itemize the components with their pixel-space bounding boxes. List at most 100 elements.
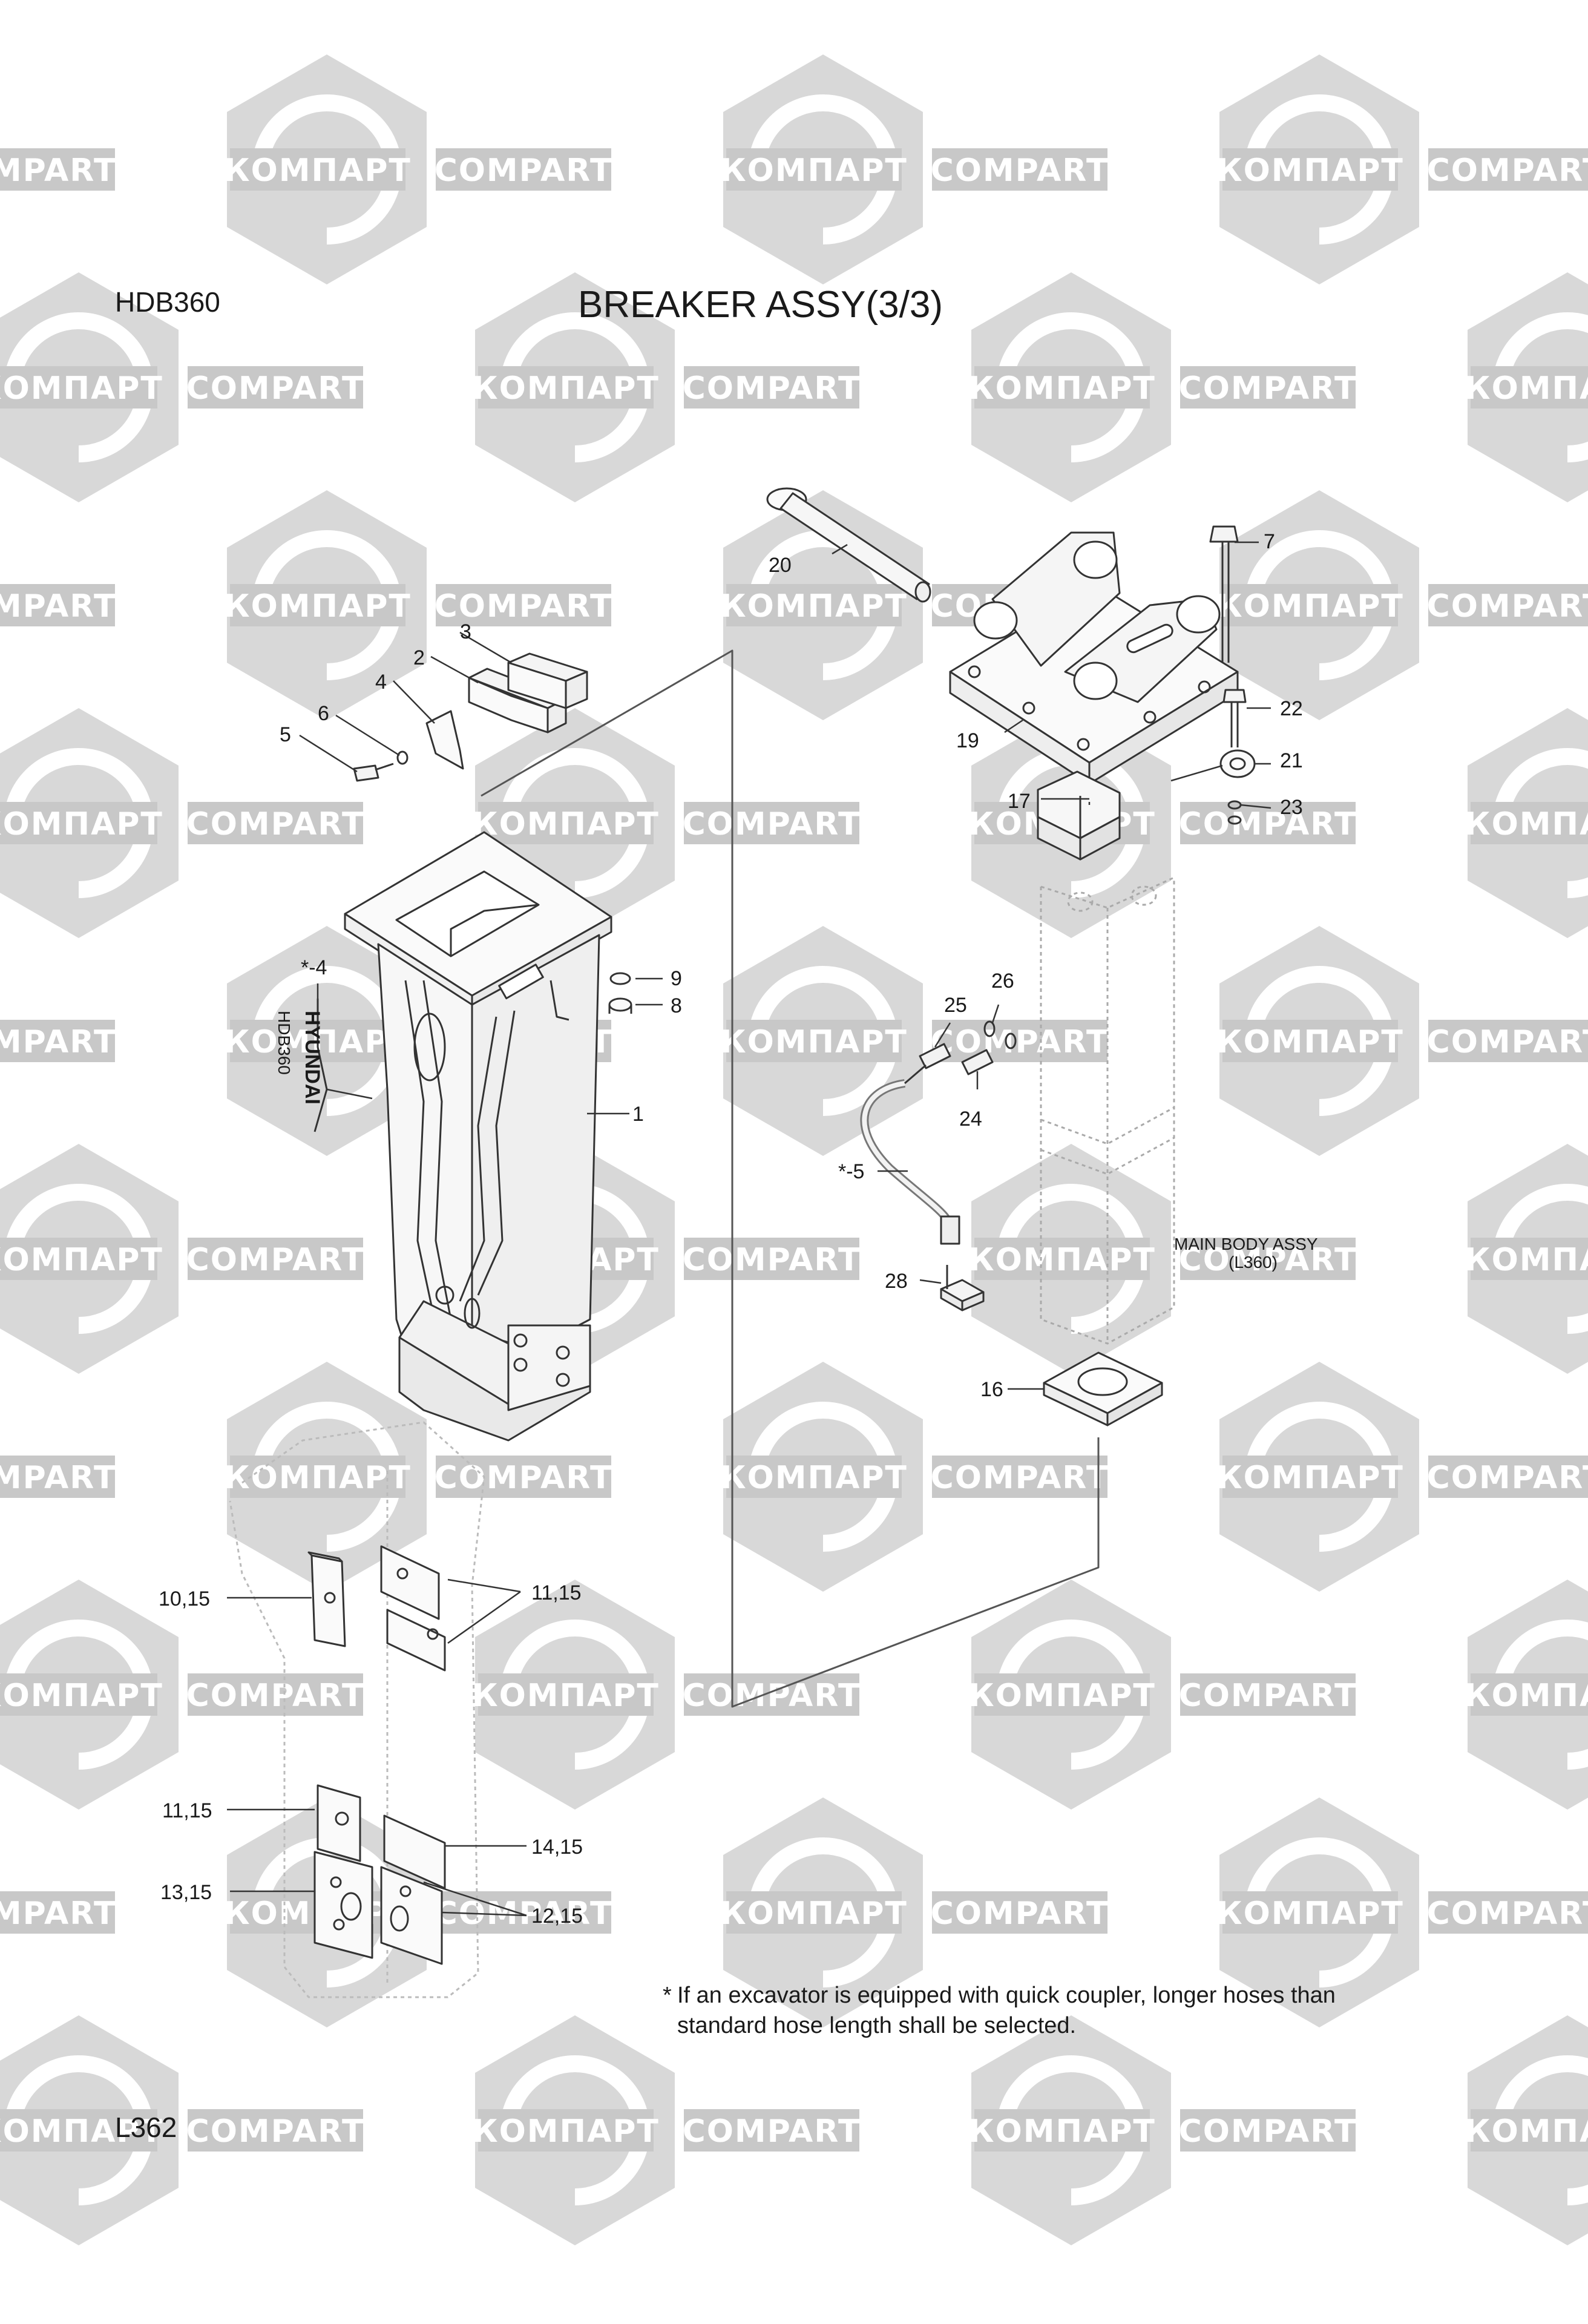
part-23-nut	[1227, 800, 1242, 825]
watermark-text: КОМПАРТ	[1465, 806, 1588, 842]
watermark-bar	[188, 802, 363, 844]
part-5-bolt	[353, 763, 394, 782]
watermark-bar	[1180, 1238, 1356, 1280]
watermark-bar	[1471, 2109, 1588, 2152]
watermark-bar	[1471, 1238, 1588, 1280]
watermark-text: КОМПАРТ	[0, 370, 163, 407]
watermark-bar	[1222, 1456, 1398, 1498]
callout-22: 22	[1280, 697, 1303, 720]
watermark-text: COMPART	[931, 1024, 1109, 1060]
watermark-text: COMPART	[931, 1460, 1109, 1496]
watermark-text: COMPART	[186, 1242, 365, 1278]
watermark-text: COMPART	[931, 153, 1109, 189]
part-28-plug	[940, 1265, 985, 1311]
callout-6: 6	[318, 702, 329, 725]
watermark-bar	[188, 2109, 363, 2152]
part-5-hose	[860, 1079, 960, 1245]
part-25-fitting	[904, 1043, 951, 1085]
watermark-text: COMPART	[1427, 1896, 1588, 1932]
watermark-bar	[188, 1238, 363, 1280]
callout-13-15: 13,15	[160, 1881, 212, 1904]
watermark-bar	[436, 1456, 611, 1498]
watermark-text: COMPART	[683, 370, 861, 407]
callout-labels: 3 2 4 6 5 9 8 1 *-4 20 7 22 21 23 19 17 …	[159, 530, 1318, 1928]
watermark-bar	[1428, 1891, 1588, 1934]
watermark-bar	[1471, 802, 1588, 844]
watermark-text: КОМПАРТ	[1465, 1242, 1588, 1278]
watermark-text: COMPART	[0, 588, 116, 625]
part-4-bracket	[425, 710, 464, 770]
callout-10-15: 10,15	[159, 1587, 210, 1610]
watermark-bar	[932, 1020, 1107, 1062]
watermark-text: КОМПАРТ	[0, 806, 163, 842]
watermark-text: COMPART	[1179, 1242, 1357, 1278]
watermark-bar	[684, 1238, 859, 1280]
watermark-bar	[0, 1020, 115, 1062]
watermark-text: КОМПАРТ	[1216, 1024, 1404, 1060]
callout-star-4: *-4	[301, 956, 327, 979]
part-13-shim	[313, 1851, 373, 1959]
watermark-bar	[1428, 1456, 1588, 1498]
watermark-text: COMPART	[683, 2113, 861, 2150]
watermark-bar	[0, 366, 157, 409]
watermark-text: COMPART	[1179, 2113, 1357, 2150]
watermark-text: COMPART	[683, 1678, 861, 1714]
watermark-bar	[436, 148, 611, 191]
watermark-text: COMPART	[0, 1896, 116, 1932]
callout-1: 1	[632, 1103, 644, 1126]
part-11-shim-upper	[380, 1545, 446, 1672]
callout-8: 8	[671, 994, 682, 1017]
part-7-bolt	[1209, 525, 1239, 663]
watermark-bar	[1222, 1020, 1398, 1062]
part-8-nut	[608, 997, 632, 1014]
watermark-bar	[932, 1891, 1107, 1934]
callout-17: 17	[1008, 790, 1031, 813]
watermark-text: КОМПАРТ	[472, 806, 660, 842]
watermark-text: COMPART	[1179, 370, 1357, 407]
watermark-text: COMPART	[186, 370, 365, 407]
watermark-bar	[0, 2109, 157, 2152]
footnote-line-1: If an excavator is equipped with quick c…	[677, 1983, 1336, 2008]
watermark-bar	[0, 802, 157, 844]
part-21-collar	[1219, 749, 1256, 778]
side-decal-graphic	[313, 999, 328, 1132]
watermark-bar	[1428, 148, 1588, 191]
watermark-text: COMPART	[435, 153, 613, 189]
watermark-bar	[684, 2109, 859, 2152]
watermark-text: COMPART	[1427, 1024, 1588, 1060]
watermark-bar	[1180, 802, 1356, 844]
watermark-text: КОМПАРТ	[720, 588, 908, 625]
callout-19: 19	[956, 729, 979, 752]
callout-21: 21	[1280, 749, 1303, 772]
watermark-text: КОМПАРТ	[720, 1460, 908, 1496]
callout-3: 3	[460, 620, 471, 643]
watermark-bar	[1222, 1891, 1398, 1934]
part-17-cushion	[1037, 770, 1121, 861]
watermark-text: COMPART	[1179, 806, 1357, 842]
watermark-text: КОМПАРТ	[968, 370, 1156, 407]
watermark-bar	[0, 1238, 157, 1280]
part-3-plate	[507, 652, 588, 709]
callout-11-15-lower: 11,15	[162, 1799, 212, 1822]
callout-23: 23	[1280, 796, 1303, 819]
watermark-text: КОМПАРТ	[968, 2113, 1156, 2150]
watermark-bar	[436, 584, 611, 626]
watermark-text: COMPART	[1179, 1678, 1357, 1714]
watermark-text: КОМПАРТ	[720, 1896, 908, 1932]
model-code: HDB360	[115, 286, 220, 318]
part-10-shim	[307, 1551, 346, 1647]
footnote-line-2: standard hose length shall be selected.	[677, 2013, 1077, 2038]
watermark-bar	[726, 1456, 902, 1498]
watermark-bar	[726, 1020, 902, 1062]
watermark-bar	[188, 366, 363, 409]
callout-7: 7	[1264, 530, 1275, 553]
footnote: * If an excavator is equipped with quick…	[663, 1980, 1336, 2041]
bracket-body	[344, 831, 612, 1442]
watermark-bar	[684, 802, 859, 844]
callout-star-5: *-5	[838, 1160, 864, 1183]
watermark-bar	[1222, 584, 1398, 626]
watermark-bar	[1471, 366, 1588, 409]
callout-26: 26	[991, 970, 1014, 993]
watermark-bar	[974, 366, 1150, 409]
callout-11-15-upper: 11,15	[531, 1581, 582, 1604]
